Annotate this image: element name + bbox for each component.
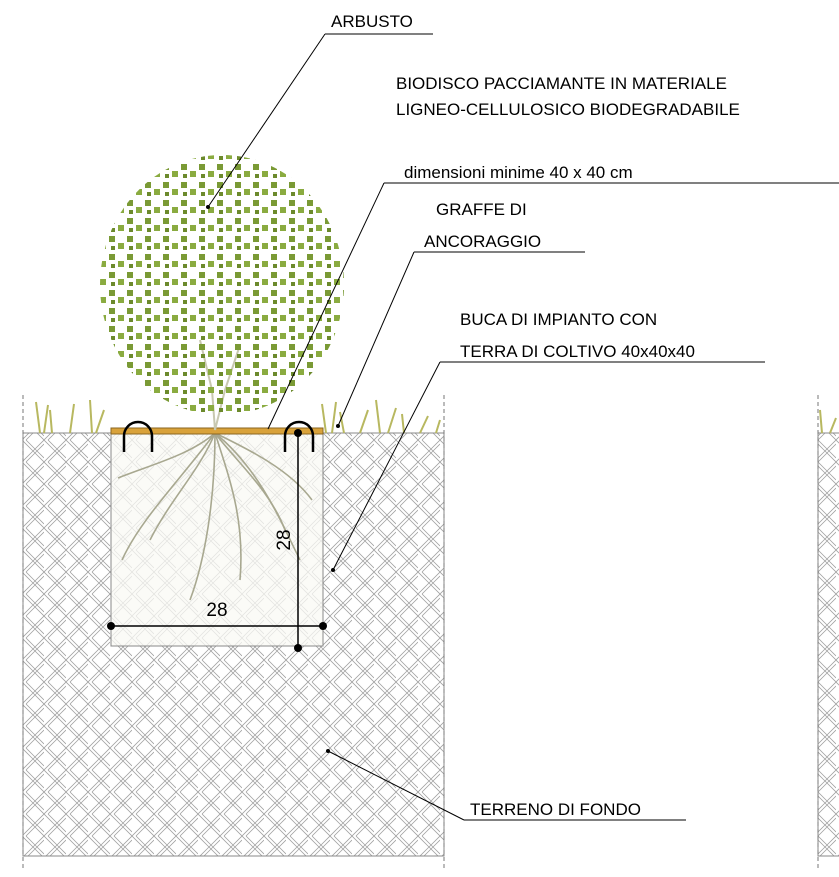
roots (117, 432, 313, 601)
label-subsoil: TERRENO DI FONDO (470, 800, 641, 819)
label-mulch-line1: BIODISCO PACCIAMANTE IN MATERIALE (396, 74, 727, 93)
label-mulch-line3: dimensioni minime 40 x 40 cm (404, 163, 633, 182)
leader-pit (331, 361, 765, 572)
mulch-disc (110, 427, 324, 435)
staple-right (283, 420, 315, 452)
shrub (100, 155, 344, 431)
label-staples-line1: GRAFFE DI (436, 200, 527, 219)
dimension-width-label: 28 (206, 600, 227, 621)
dimension-depth: 28 (274, 429, 302, 652)
leader-subsoil (326, 749, 686, 821)
label-shrub: ARBUSTO (331, 12, 413, 31)
grass (35, 399, 837, 434)
dimension-depth-label: 28 (274, 529, 295, 550)
leader-staples (336, 251, 585, 428)
leader-shrub (206, 33, 433, 209)
label-mulch-line2: LIGNEO-CELLULOSICO BIODEGRADABILE (396, 100, 740, 119)
label-pit-line1: BUCA DI IMPIANTO CON (460, 310, 657, 329)
staple-left (122, 420, 154, 452)
label-staples-line2: ANCORAGGIO (424, 232, 541, 251)
subsoil-block-right (817, 395, 839, 870)
planting-pit (110, 432, 324, 647)
dimension-width: 28 (107, 600, 327, 630)
leader-mulch (267, 182, 839, 430)
label-pit-line2: TERRA DI COLTIVO 40x40x40 (460, 342, 695, 361)
